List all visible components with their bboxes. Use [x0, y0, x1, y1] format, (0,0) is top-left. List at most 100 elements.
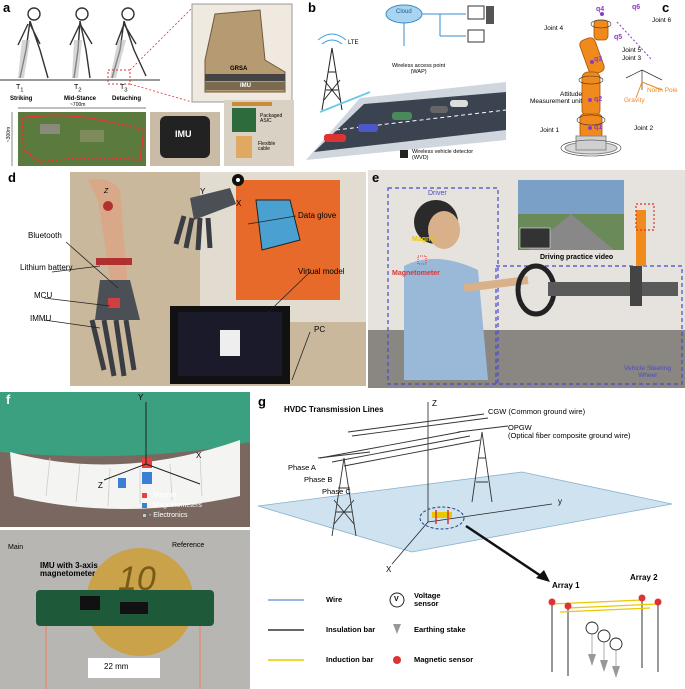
joint-6-label: Joint 6: [652, 17, 672, 24]
legend-magnet-label: - Magnet: [149, 491, 177, 499]
phase-1-caption: Striking: [10, 96, 33, 102]
panel-label-b: b: [308, 0, 316, 15]
magnet-label: Magnet: [412, 236, 437, 243]
legend-wire: Wire: [326, 595, 343, 604]
bluetooth-label: Bluetooth: [28, 231, 62, 240]
data-glove-label: Data glove: [298, 211, 337, 220]
panel-f: f Y X Z - Magnet: [0, 392, 250, 689]
pc-label: PC: [314, 325, 326, 334]
legend-insulation-bar: Insulation bar: [326, 625, 376, 634]
joint-1-label: Joint 1: [540, 127, 560, 134]
g-axis-z: Z: [432, 399, 437, 408]
legend-earthing-stake: Earthing stake: [414, 625, 466, 634]
gait-illustration: [0, 3, 294, 166]
array-1-label: Array 1: [552, 581, 580, 590]
f-axis-x: X: [196, 451, 202, 460]
reference-label: Reference: [172, 542, 205, 549]
f-axis-y: Y: [138, 393, 144, 402]
mcu-label: MCU: [34, 291, 53, 300]
panel-label-c: c: [662, 0, 670, 15]
phase-c-label: Phase C: [322, 487, 351, 496]
lte-label: LTE: [348, 40, 359, 46]
legend-induction-bar: Induction bar: [326, 655, 374, 664]
shoe-imu-label: IMU: [175, 129, 192, 139]
panel-label-g: g: [258, 394, 266, 409]
cgw-label: CGW (Common ground wire): [488, 407, 586, 416]
panel-label-a: a: [3, 0, 11, 15]
amu-label: Attitude Measurement unit: [530, 91, 583, 105]
driver-label: Driver: [428, 190, 447, 197]
dental-sensor-photo: [0, 392, 250, 689]
scale-bar-label: 22 mm: [104, 662, 129, 671]
virtual-model-label: Virtual model: [298, 267, 345, 276]
joint-3-label: Joint 3: [622, 55, 642, 62]
panel-label-f: f: [6, 392, 11, 407]
joint-5-label: Joint 5: [622, 47, 642, 54]
panel-e: e Driver Magnet Magnetometer Driving pra…: [368, 170, 685, 388]
panel-label-d: d: [8, 170, 16, 185]
phase-2-caption: Mid-Stance: [64, 96, 97, 102]
legend-electronics-swatch: [142, 512, 147, 518]
q3-label: q3: [594, 56, 603, 63]
grsa-label: GRSA: [230, 66, 248, 72]
phase-b-label: Phase B: [304, 475, 333, 484]
g-axis-x: X: [386, 565, 392, 574]
joint-2-label: Joint 2: [634, 125, 654, 132]
magnetometer-label: Magnetometer: [392, 270, 440, 277]
f-axis-z: Z: [98, 481, 103, 490]
legend-magnetometers-label: - Magnetometers: [149, 501, 202, 509]
panel-b: b Cloud LTE Wireless access point (WAP): [300, 0, 510, 168]
panel-a: a: [0, 0, 296, 168]
gravity-label: Gravity: [624, 97, 645, 104]
legend-magnet-swatch: [142, 492, 147, 498]
joint-4-label: Joint 4: [544, 25, 564, 32]
phase-3-caption: Detaching: [112, 96, 142, 102]
q5-label: q5: [614, 34, 623, 41]
panel-g: g: [252, 392, 685, 689]
robot-arm-illustration: [560, 12, 663, 157]
q1-label: q1: [594, 124, 603, 131]
q4-label: q4: [596, 6, 605, 13]
wap-label: Wireless access point (WAP): [392, 63, 446, 75]
wheel-label: Vehicle Steering Wheel: [624, 365, 671, 379]
q2-label: q2: [594, 96, 603, 103]
packaged-asic: Packaged ASIC: [260, 113, 283, 124]
traffic-illustration: [306, 4, 507, 160]
north-pole-label: North Pole: [647, 87, 678, 94]
phase-a-label: Phase A: [288, 463, 316, 472]
opgw-label: OPGW (Optical fiber composite ground wir…: [508, 423, 631, 440]
main-label: Main: [8, 544, 24, 551]
legend-electronics-label: - Electronics: [149, 511, 188, 519]
imu-boot-label: IMU: [240, 83, 251, 89]
legend-v-symbol: V: [394, 596, 399, 603]
hvdc-diagram: [257, 402, 673, 678]
map-width: ~700m: [70, 102, 86, 108]
driving-setup-photo: [368, 170, 685, 388]
phase-3-label: T3: [120, 84, 128, 94]
axis-x-label: X: [236, 199, 242, 208]
axis-y-label: Y: [200, 187, 206, 196]
immu-label: IMMU: [30, 314, 52, 323]
flexible-cable: Flexible cable: [258, 141, 276, 152]
lithium-battery-label: Lithium battery: [20, 263, 73, 272]
q6-label: q6: [632, 4, 641, 11]
panel-d: d Bluetooth Lithium b: [0, 170, 366, 388]
panel-c: c Joint 4 Joint 6 Joint 5 Joint 3 J: [512, 0, 685, 168]
legend-magnetic-sensor: Magnetic sensor: [414, 655, 474, 664]
phase-2-label: T2: [74, 84, 82, 94]
legend-voltage-sensor: Voltage sensor: [414, 591, 441, 608]
map-height: ~300m: [6, 126, 13, 143]
panel-label-e: e: [372, 170, 380, 185]
coin-value: 10: [118, 560, 156, 598]
wvd-label: Wireless vehicle detector (WVD): [412, 149, 474, 161]
g-axis-y: y: [558, 497, 562, 506]
imu-magnetometer-label: IMU with 3-axis magnetometer: [40, 561, 98, 578]
f-legend: - Magnet - Magnetometers - Electronics: [142, 490, 202, 520]
axis-z-label: Z: [104, 188, 109, 195]
hvdc-title: HVDC Transmission Lines: [284, 405, 384, 414]
phase-1-label: T1: [16, 84, 24, 94]
array-2-label: Array 2: [630, 573, 658, 582]
video-label: Driving practice video: [540, 254, 614, 261]
cloud-label: Cloud: [396, 9, 412, 15]
data-glove-photo: [43, 172, 366, 386]
